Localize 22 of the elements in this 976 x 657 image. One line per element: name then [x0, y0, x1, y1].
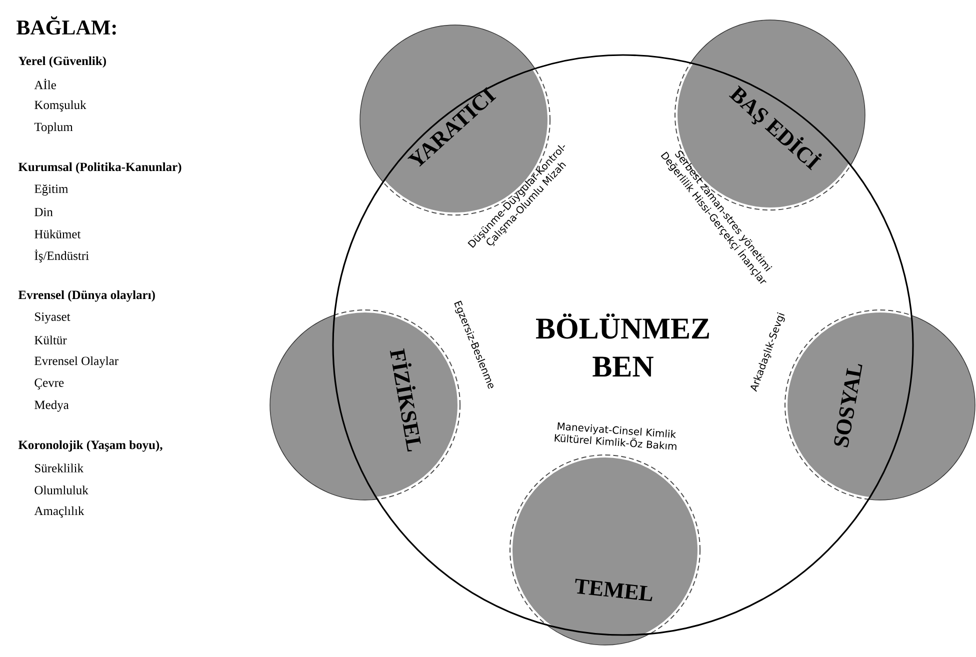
list-item: Eğitim	[34, 184, 68, 196]
list-item: Aİle	[34, 78, 56, 90]
list-item: Süreklilik	[35, 464, 84, 472]
list-item: Siyaset	[35, 312, 70, 324]
circle-node: TEMEL	[508, 452, 702, 646]
list-heading: Evrensel (Dünya olayları)	[18, 290, 155, 302]
list-item: Komşuluk	[34, 100, 86, 112]
list-item: Hükümet	[34, 230, 81, 238]
list-item: Kültür	[34, 336, 67, 344]
list-item: Toplum	[34, 122, 73, 134]
list-heading: Koronolojik (Yaşam boyu),	[18, 440, 162, 452]
heading: BAĞLAM:	[16, 16, 116, 35]
list-item: İş/Endüstri	[34, 250, 89, 262]
list-heading: Yerel (Güvenlik)	[18, 56, 106, 68]
list-item: Amaçlılık	[34, 506, 84, 518]
circle-caption: Maneviyat-Cinsel Kimlik Kültürel Kimlik-Öz Bakım	[554, 422, 676, 450]
list-item: Din	[34, 208, 53, 216]
list-item: Evrensel Olaylar	[34, 356, 118, 368]
list-item: Olumluluk	[34, 486, 88, 494]
list-item: Çevre	[34, 378, 64, 390]
list-heading: Kurumsal (Politika-Kanunlar)	[18, 162, 182, 174]
list-item: Medya	[34, 400, 69, 412]
